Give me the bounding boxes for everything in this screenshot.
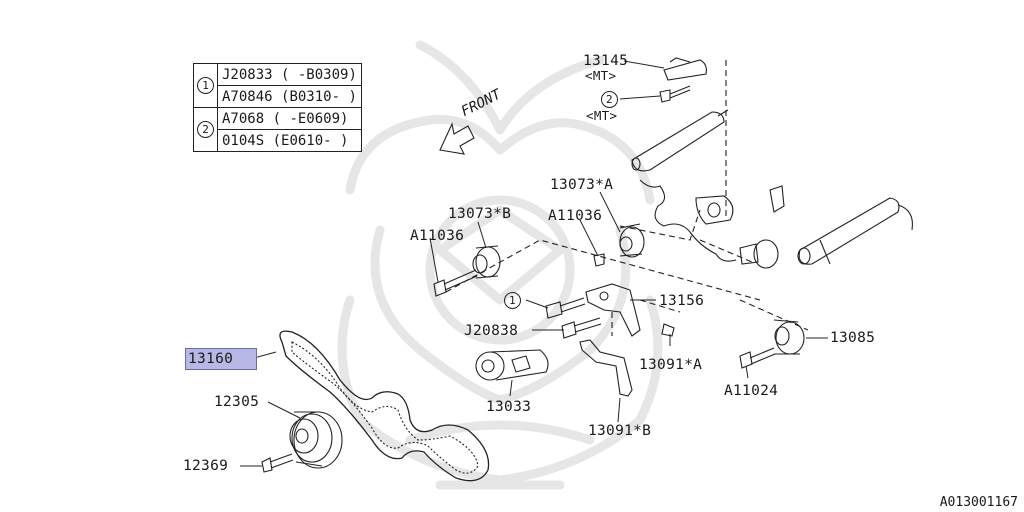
label-13160-highlighted[interactable]: 13160 [185, 348, 257, 370]
front-arrow [439, 122, 475, 155]
camshaft-right [797, 197, 913, 265]
label-13145[interactable]: 13145 [583, 53, 629, 69]
label-12369[interactable]: 12369 [183, 458, 229, 474]
label-13073a[interactable]: 13073*A [550, 177, 614, 193]
tensioner-bracket [585, 283, 641, 337]
table-row: A70846 (B0310- ) [194, 85, 362, 108]
table-cell: J20833 ( -B0309) [217, 63, 362, 86]
label-a11036-right[interactable]: A11036 [548, 208, 603, 224]
part-number[interactable]: J20833 [222, 66, 273, 83]
circle-2-label: 2 [601, 91, 618, 108]
circle-marker-1: 1 [197, 77, 214, 94]
label-13145-mt: <MT> [585, 68, 617, 83]
date-range: ( -B0309) [281, 66, 357, 83]
bolts [433, 85, 776, 369]
diagram-reference-code: A013001167 [939, 495, 1018, 510]
table-cell: A7068 ( -E0609) [217, 107, 362, 130]
camshaft-upper [631, 109, 729, 172]
break-line [639, 179, 737, 262]
table-cell: A70846 (B0310- ) [217, 85, 362, 108]
label-13091b[interactable]: 13091*B [588, 423, 652, 439]
label-j20838[interactable]: J20838 [464, 323, 519, 339]
date-range: (E0610- ) [272, 132, 349, 149]
label-12305[interactable]: 12305 [214, 394, 260, 410]
label-13033[interactable]: 13033 [486, 399, 532, 415]
label-13085[interactable]: 13085 [830, 330, 876, 346]
table-cell: 0104S (E0610- ) [217, 129, 362, 152]
date-range: (B0310- ) [281, 88, 357, 105]
label-13156[interactable]: 13156 [659, 293, 705, 309]
dashed-guides [445, 60, 809, 336]
timing-belt [279, 330, 490, 482]
bracket-13091b [579, 339, 633, 397]
circle-marker-1-callout[interactable]: 1 [504, 292, 521, 309]
table-row: 2 A7068 ( -E0609) [193, 107, 362, 152]
circle-1-label: 1 [504, 292, 521, 309]
label-a11024[interactable]: A11024 [724, 383, 779, 399]
crank-bolt [261, 453, 294, 473]
date-range: ( -E0609) [272, 110, 349, 127]
part-number[interactable]: A70846 [222, 88, 273, 105]
table-row: 1 J20833 ( -B0309) [193, 63, 362, 108]
idler-13073a [619, 223, 645, 258]
marker-cell: 2 [193, 107, 218, 152]
part-number[interactable]: A7068 [222, 110, 265, 127]
leader-lines [240, 60, 828, 467]
idler-13073b [472, 245, 501, 279]
crank-pulley [289, 411, 343, 469]
cam-sprocket-parts [695, 185, 785, 269]
label-circle2-mt: <MT> [586, 108, 618, 123]
circle-marker-2-callout[interactable]: 2 [601, 91, 618, 108]
part-number[interactable]: 0104S [222, 132, 265, 149]
belt-cover-13145 [663, 57, 707, 81]
marker-cell: 1 [193, 63, 218, 108]
label-13091a[interactable]: 13091*A [639, 357, 703, 373]
idler-13085 [773, 319, 805, 355]
label-13073b[interactable]: 13073*B [448, 206, 512, 222]
circle-marker-2: 2 [197, 121, 214, 138]
tensioner-13033 [475, 349, 549, 381]
part-number-table: 1 J20833 ( -B0309) A70846 (B0310- ) 2 A7… [193, 63, 362, 152]
watermark-emblem [337, 40, 663, 490]
label-a11036-left[interactable]: A11036 [410, 228, 465, 244]
table-row: 0104S (E0610- ) [194, 129, 362, 152]
